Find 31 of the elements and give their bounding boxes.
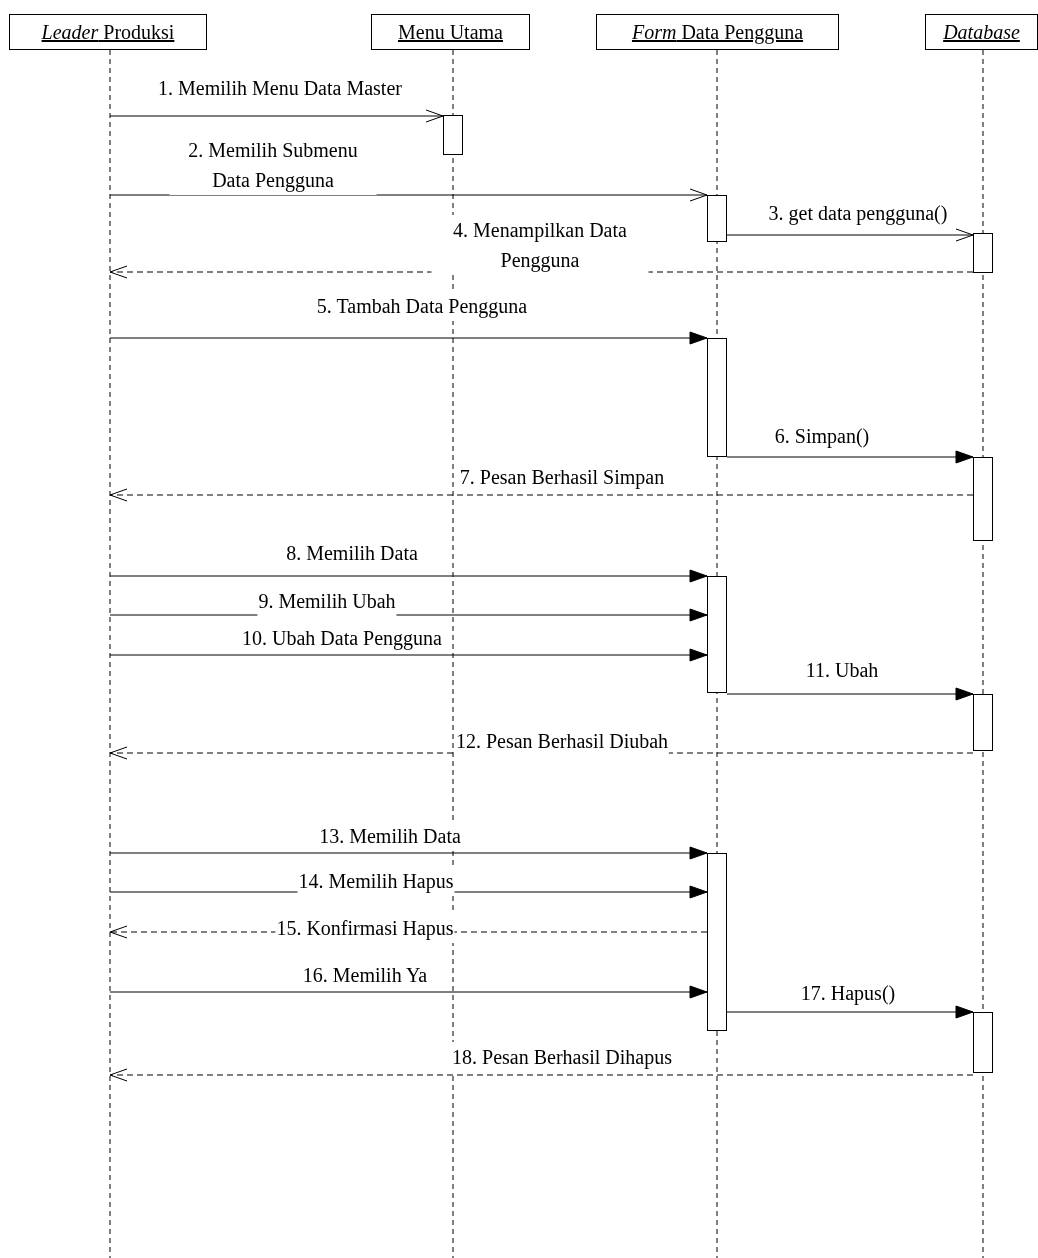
message-arrow [109, 846, 708, 860]
activation-bar [707, 338, 727, 457]
participant-name: Form Data Pengguna [631, 20, 804, 44]
activation-bar [973, 233, 993, 273]
message-arrow [109, 985, 708, 999]
message-label: 18. Pesan Berhasil Dihapus [451, 1042, 673, 1072]
activation-bar [973, 457, 993, 541]
message-label: 5. Tambah Data Pengguna [315, 291, 529, 321]
message-label: 14. Memilih Hapus [297, 866, 455, 896]
message-label: 4. Menampilkan Data Pengguna [431, 215, 649, 275]
message-arrow [726, 450, 974, 464]
activation-bar [973, 1012, 993, 1073]
activation-bar [443, 115, 463, 155]
message-label: 15. Konfirmasi Hapus [275, 913, 455, 943]
message-arrow [109, 569, 708, 583]
activation-bar [707, 195, 727, 242]
message-arrow [726, 687, 974, 701]
message-arrow [109, 488, 974, 502]
activation-bar [707, 576, 727, 693]
message-arrow [109, 331, 708, 345]
message-arrow [726, 228, 974, 242]
activation-bar [707, 853, 727, 1031]
activation-bar [973, 694, 993, 751]
message-arrow [109, 188, 708, 202]
participant-name: Database [943, 20, 1020, 44]
participant-name: Leader Produksi [41, 20, 175, 44]
message-arrow [109, 109, 444, 123]
participant-name: Menu Utama [398, 20, 503, 44]
message-arrow [726, 1005, 974, 1019]
message-arrow [109, 1068, 974, 1082]
message-arrow [109, 648, 708, 662]
